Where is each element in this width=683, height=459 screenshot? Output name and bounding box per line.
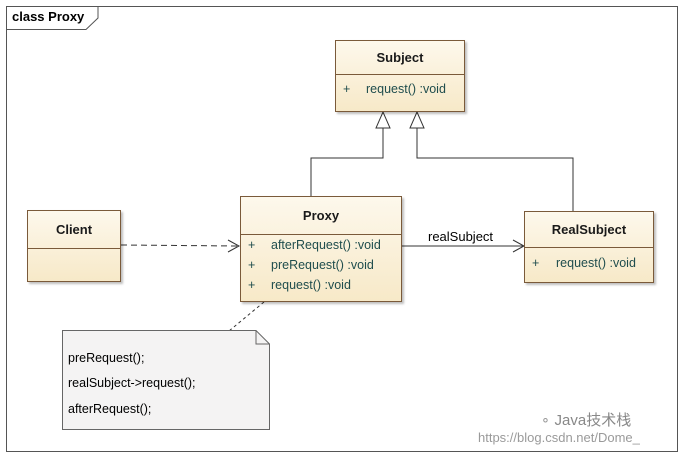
client-dependency-line: [120, 244, 239, 247]
operation: + afterRequest() :void: [248, 238, 381, 252]
watermark-url: https://blog.csdn.net/Dome_: [478, 430, 640, 445]
operation: + request() :void: [532, 256, 636, 270]
watermark-brand: ⚬ Java技术栈: [540, 409, 631, 430]
proxy-generalization-line: [310, 128, 384, 197]
wechat-icon: ⚬: [540, 413, 551, 428]
operation: + request() :void: [343, 82, 446, 96]
note-line: realSubject->request();: [68, 376, 196, 390]
note-line: preRequest();: [68, 351, 145, 365]
operation: + preRequest() :void: [248, 258, 374, 272]
class-subject[interactable]: Subject + request() :void: [335, 40, 465, 112]
class-client[interactable]: Client: [27, 210, 121, 282]
frame-title: class Proxy: [12, 9, 85, 24]
realsubject-generalization-arrowhead: [409, 110, 425, 129]
client-dependency-arrowhead: [227, 239, 241, 253]
class-realsubject-operations: + request() :void: [525, 248, 653, 273]
class-subject-name: Subject: [336, 41, 464, 75]
watermark-brand-text: Java技术栈: [554, 412, 632, 429]
class-subject-operations: + request() :void: [336, 75, 464, 99]
class-client-name: Client: [28, 211, 120, 249]
class-proxy-name: Proxy: [241, 197, 401, 235]
proxy-generalization-arrowhead: [375, 110, 391, 129]
class-proxy-operations: + afterRequest() :void + preRequest() :v…: [241, 235, 401, 295]
note-anchor-line: [228, 301, 265, 332]
frame-tab: [6, 6, 106, 30]
note-shape: [62, 330, 270, 430]
association-label: realSubject: [428, 229, 494, 244]
operation: + request() :void: [248, 278, 351, 292]
class-realsubject-name: RealSubject: [525, 212, 653, 248]
class-proxy[interactable]: Proxy + afterRequest() :void + preReques…: [240, 196, 402, 302]
realsubject-generalization-line: [416, 128, 574, 211]
class-realsubject[interactable]: RealSubject + request() :void: [524, 211, 654, 283]
note[interactable]: preRequest(); realSubject->request(); af…: [62, 330, 270, 430]
note-line: afterRequest();: [68, 402, 152, 416]
